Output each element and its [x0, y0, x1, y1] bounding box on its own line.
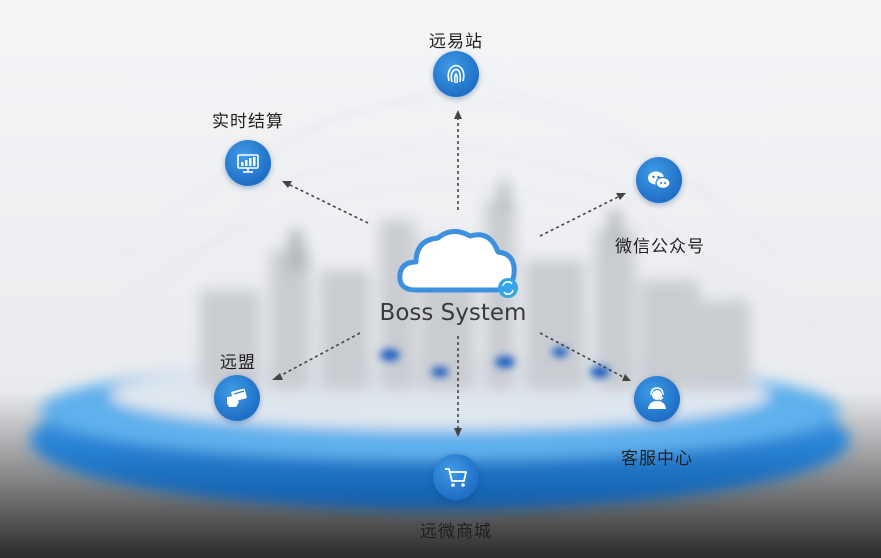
node-label-shangcheng: 远微商城 [420, 522, 492, 542]
cloud-icon [397, 229, 518, 298]
node-label-kefu: 客服中心 [621, 449, 693, 469]
node-label-shishijiesuan: 实时结算 [212, 112, 284, 132]
fingerprint-icon[interactable] [433, 51, 479, 97]
connector-lines [277, 116, 626, 430]
center-title: Boss System [379, 300, 527, 326]
card-hand-icon[interactable] [214, 375, 260, 421]
wechat-icon[interactable] [636, 157, 682, 203]
shopping-cart-icon[interactable] [433, 454, 479, 500]
node-label-yuanmeng: 远盟 [220, 353, 256, 373]
customer-service-icon[interactable] [634, 376, 680, 422]
node-label-weixin: 微信公众号 [615, 237, 705, 257]
monitor-chart-icon[interactable] [225, 140, 271, 186]
node-label-yuanyizhan: 远易站 [429, 32, 483, 52]
